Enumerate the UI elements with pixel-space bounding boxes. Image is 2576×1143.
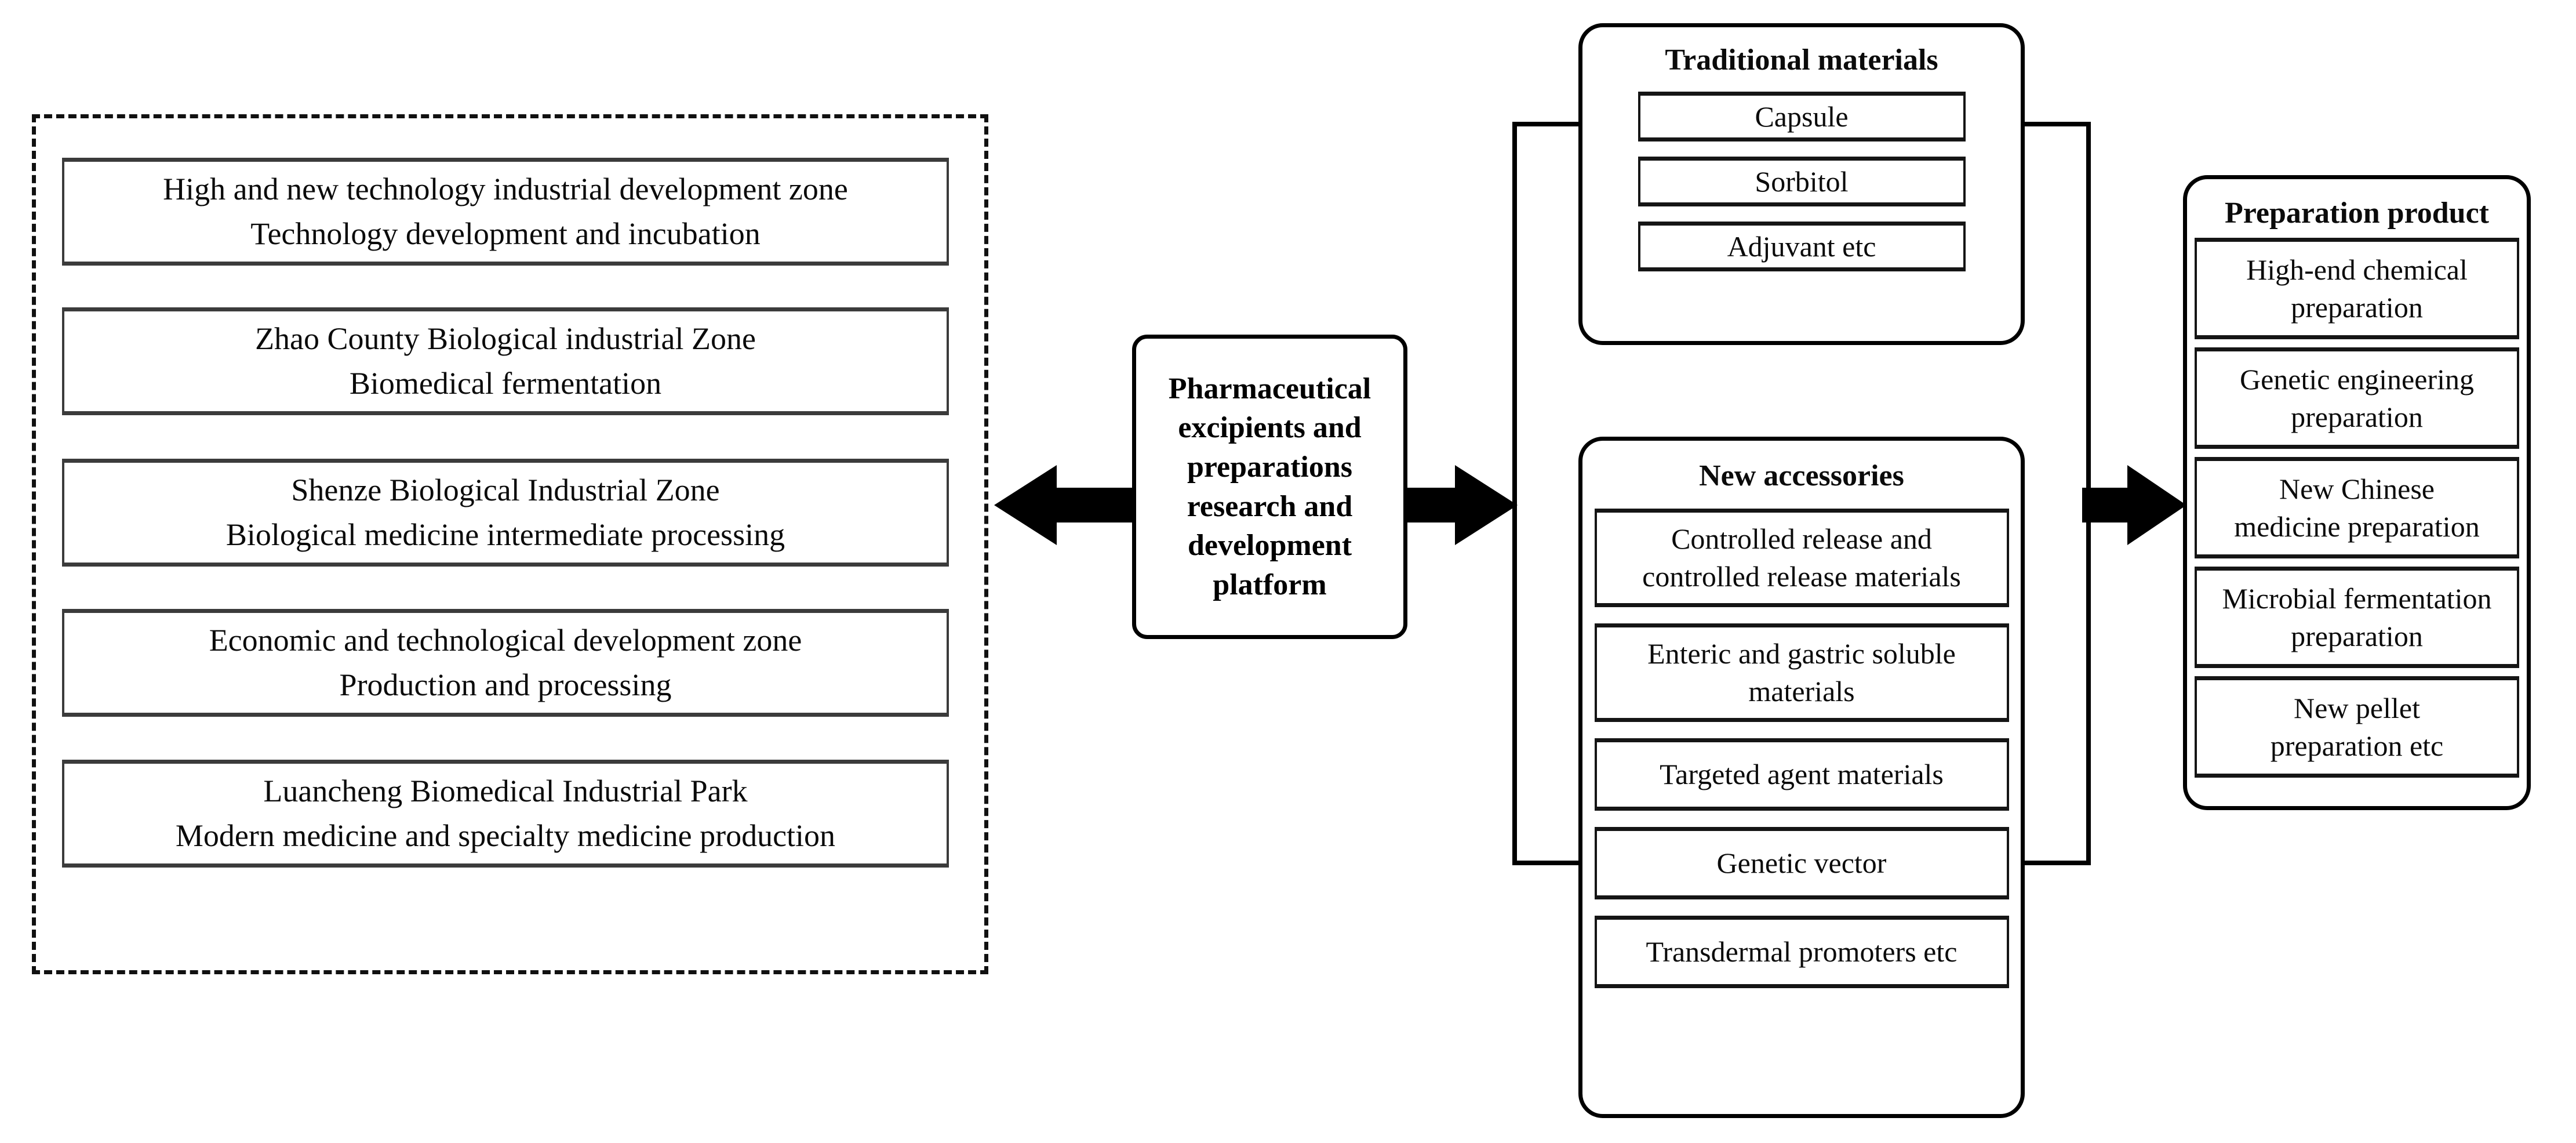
item-sorbitol[interactable]: Sorbitol bbox=[1638, 157, 1966, 207]
item-controlled-release[interactable]: Controlled release and controlled releas… bbox=[1594, 509, 2009, 608]
item-capsule[interactable]: Capsule bbox=[1638, 92, 1966, 142]
arrow-left-icon bbox=[994, 462, 1133, 549]
item-label-line-2: preparation bbox=[2291, 291, 2423, 324]
item-new-pellet-preparation[interactable]: New pellet preparation etc bbox=[2195, 676, 2519, 778]
arrow-right-icon bbox=[1407, 462, 1518, 549]
zone-box-line-1: Shenze Biological Industrial Zone bbox=[291, 473, 720, 508]
item-label-line-2: materials bbox=[1748, 675, 1855, 708]
item-genetic-vector[interactable]: Genetic vector bbox=[1594, 827, 2009, 900]
platform-box[interactable]: Pharmaceutical excipients and preparatio… bbox=[1132, 335, 1407, 639]
zone-box-line-2: Biomedical fermentation bbox=[349, 366, 662, 401]
item-label-line-2: medicine preparation bbox=[2234, 510, 2480, 543]
arrow-product-icon bbox=[2082, 462, 2186, 549]
item-label-line-2: controlled release materials bbox=[1642, 560, 1961, 593]
item-genetic-engineering-preparation[interactable]: Genetic engineering preparation bbox=[2195, 347, 2519, 449]
item-label-line-1: New pellet bbox=[2294, 691, 2420, 724]
zone-box-line-1: High and new technology industrial devel… bbox=[163, 172, 848, 207]
bracket-top-stub bbox=[1512, 122, 1582, 126]
item-label: Transdermal promoters etc bbox=[1646, 935, 1958, 968]
zone-box-line-2: Biological medicine intermediate process… bbox=[225, 517, 785, 552]
zone-box-high-new-technology[interactable]: High and new technology industrial devel… bbox=[62, 158, 949, 266]
item-transdermal-promoters[interactable]: Transdermal promoters etc bbox=[1594, 916, 2009, 989]
item-label: Targeted agent materials bbox=[1660, 758, 1944, 791]
card-title: Preparation product bbox=[2225, 197, 2489, 230]
bracket-left-connector bbox=[1512, 122, 1582, 865]
bracket-right-connector bbox=[2021, 122, 2091, 865]
item-high-end-chemical-preparation[interactable]: High-end chemical preparation bbox=[2195, 238, 2519, 340]
item-label-line-1: Genetic engineering bbox=[2240, 362, 2474, 395]
item-new-chinese-medicine-preparation[interactable]: New Chinese medicine preparation bbox=[2195, 457, 2519, 559]
zone-box-line-2: Modern medicine and specialty medicine p… bbox=[175, 818, 836, 853]
item-targeted-agent-materials[interactable]: Targeted agent materials bbox=[1594, 738, 2009, 811]
zone-box-line-1: Luancheng Biomedical Industrial Park bbox=[263, 774, 748, 809]
item-label-line-1: High-end chemical bbox=[2246, 253, 2468, 286]
industrial-zone-dashed-region bbox=[32, 114, 988, 974]
item-label-line-1: Controlled release and bbox=[1671, 522, 1932, 556]
bracket-vertical-line bbox=[1512, 122, 1517, 865]
card-title: Traditional materials bbox=[1665, 43, 1938, 77]
zone-box-luancheng[interactable]: Luancheng Biomedical Industrial Park Mod… bbox=[62, 760, 949, 868]
bracket-top-stub bbox=[2021, 122, 2091, 126]
card-new-accessories[interactable]: New accessories Controlled release and c… bbox=[1578, 437, 2025, 1118]
card-traditional-materials[interactable]: Traditional materials Capsule Sorbitol A… bbox=[1578, 23, 2025, 345]
item-label-line-1: Microbial fermentation bbox=[2222, 582, 2492, 615]
bracket-bottom-stub bbox=[2021, 861, 2091, 865]
zone-box-line-1: Zhao County Biological industrial Zone bbox=[255, 321, 756, 357]
platform-label: Pharmaceutical excipients and preparatio… bbox=[1168, 372, 1371, 601]
item-label: Adjuvant etc bbox=[1727, 230, 1876, 263]
item-label-line-2: preparation bbox=[2291, 400, 2423, 433]
item-enteric-gastric-soluble[interactable]: Enteric and gastric soluble materials bbox=[1594, 623, 2009, 723]
zone-box-economic-technological[interactable]: Economic and technological development z… bbox=[62, 609, 949, 717]
item-label-line-1: New Chinese bbox=[2279, 472, 2435, 505]
zone-box-shenze[interactable]: Shenze Biological Industrial Zone Biolog… bbox=[62, 459, 949, 567]
item-microbial-fermentation-preparation[interactable]: Microbial fermentation preparation bbox=[2195, 567, 2519, 669]
zone-box-zhao-county[interactable]: Zhao County Biological industrial Zone B… bbox=[62, 307, 949, 415]
bracket-bottom-stub bbox=[1512, 861, 1582, 865]
item-adjuvant[interactable]: Adjuvant etc bbox=[1638, 222, 1966, 272]
item-label: Genetic vector bbox=[1716, 847, 1887, 880]
zone-box-line-2: Production and processing bbox=[339, 667, 672, 702]
item-label: Capsule bbox=[1755, 100, 1849, 133]
zone-box-line-1: Economic and technological development z… bbox=[209, 623, 802, 658]
item-label-line-2: preparation etc bbox=[2270, 729, 2444, 762]
card-title: New accessories bbox=[1699, 459, 1904, 492]
item-label-line-2: preparation bbox=[2291, 619, 2423, 652]
item-label: Sorbitol bbox=[1755, 165, 1849, 198]
card-preparation-product[interactable]: Preparation product High-end chemical pr… bbox=[2183, 175, 2531, 810]
zone-box-line-2: Technology development and incubation bbox=[250, 216, 761, 251]
item-label-line-1: Enteric and gastric soluble bbox=[1647, 637, 1956, 670]
